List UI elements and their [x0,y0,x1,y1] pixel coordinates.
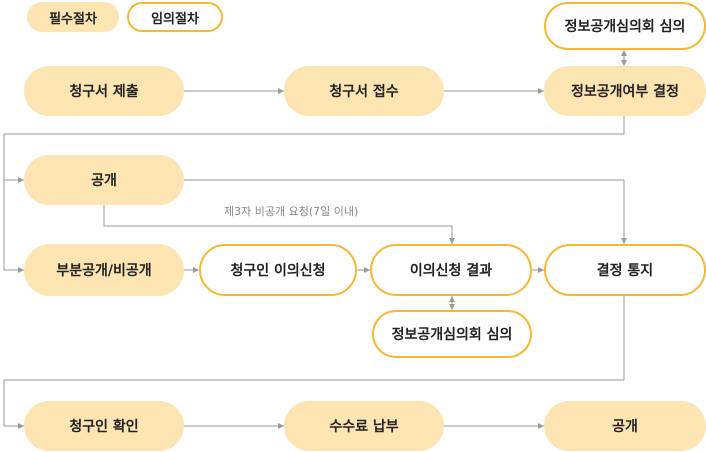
arrow-decision-to-disclose [3,116,625,183]
legend-optional: 임의절차 [127,2,223,32]
node-fee-payment: 수수료 납부 [284,401,444,451]
node-council-review-top: 정보공개심의회 심의 [544,2,706,50]
node-decision-notice: 결정 통지 [544,244,706,296]
node-objection-result: 이의신청 결과 [370,244,532,296]
arrow-notice-to-confirm [3,296,625,429]
node-requester-confirm: 청구인 확인 [24,401,184,451]
node-request-submit: 청구서 제출 [24,66,184,116]
arrow-thirdparty-request [103,205,455,244]
note-third-party-request: 제3자 비공개 요청(7일 이내) [224,205,359,218]
node-disclose: 공개 [24,155,184,205]
node-requester-objection: 청구인 이의신청 [199,244,357,296]
node-request-receive: 청구서 접수 [284,66,444,116]
node-disclose-final: 공개 [544,401,706,451]
arrow-decision-to-partial [3,180,24,273]
legend-required: 필수절차 [27,2,119,32]
arrow-disclose-to-notice [184,179,627,244]
node-disclosure-decision: 정보공개여부 결정 [544,66,706,116]
node-council-review-mid: 정보공개심의회 심의 [372,310,532,358]
node-partial-nondisclosure: 부분공개/비공개 [24,244,184,296]
